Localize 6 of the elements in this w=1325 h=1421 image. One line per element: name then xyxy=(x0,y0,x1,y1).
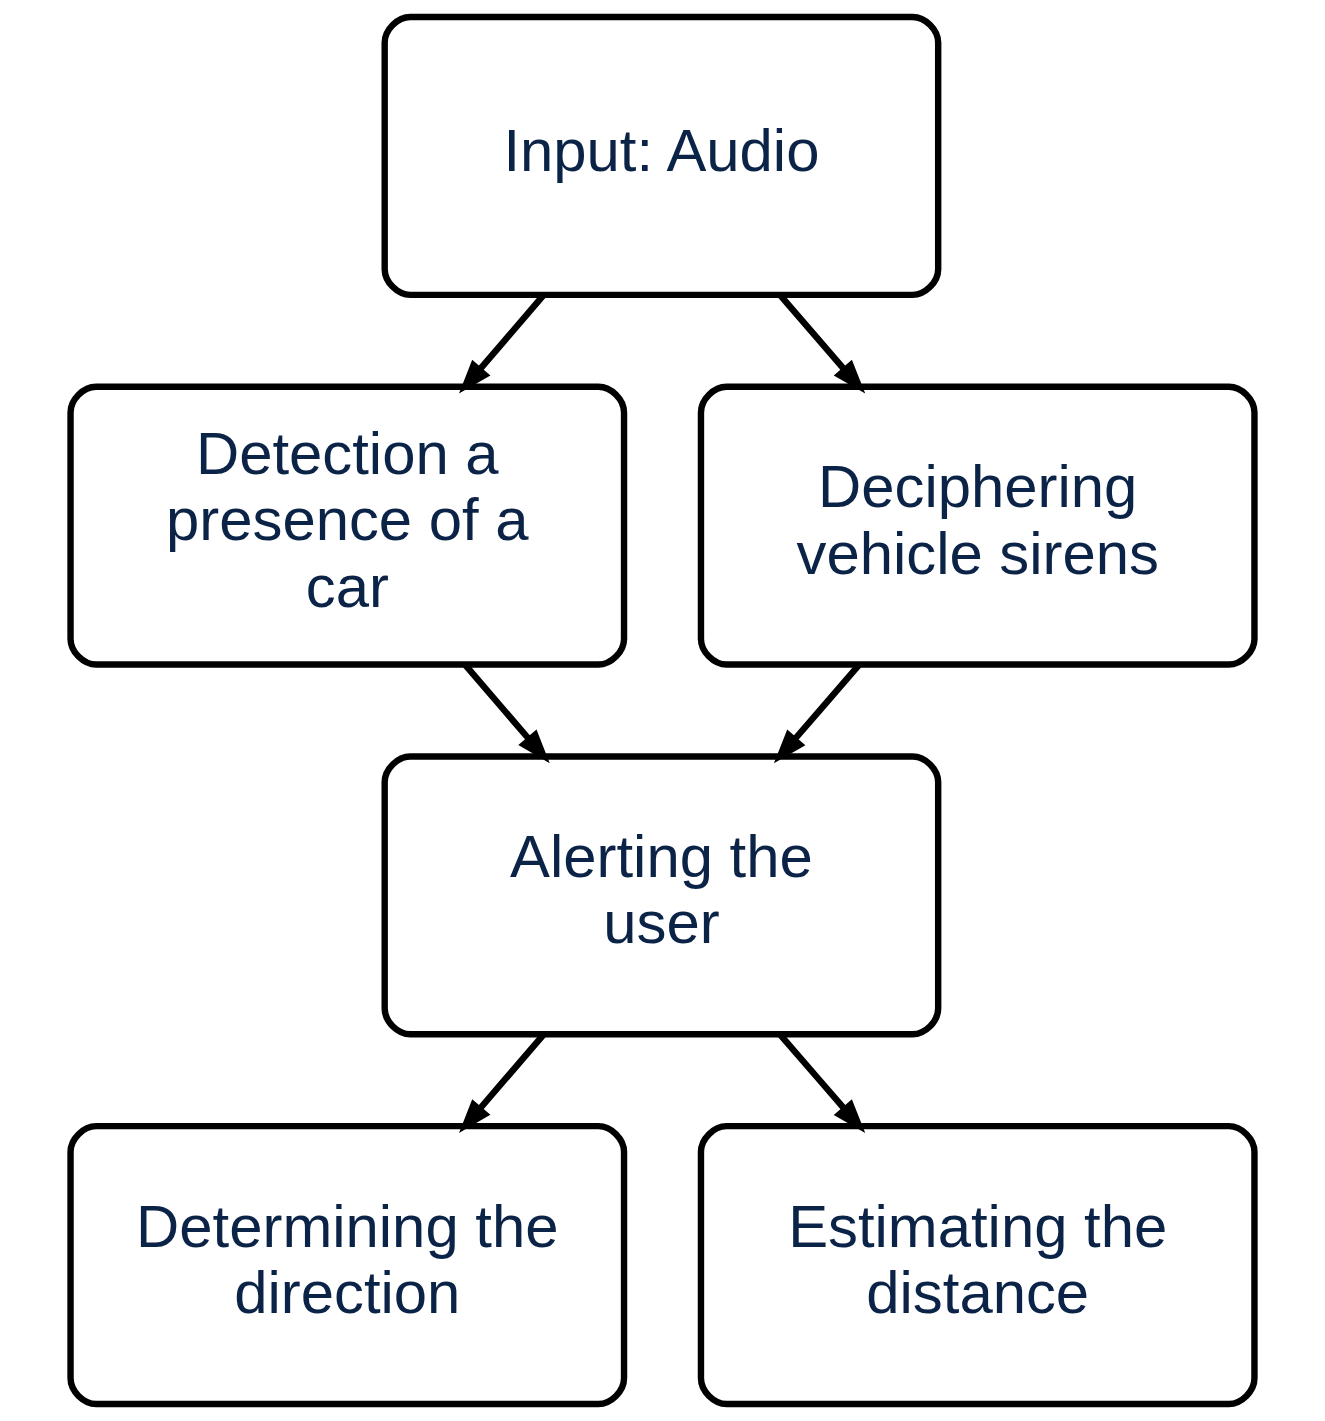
node-box: Alerting the user xyxy=(381,753,942,1038)
node-box: Determining the direction xyxy=(67,1122,628,1408)
node-box: Deciphering vehicle sirens xyxy=(697,383,1258,668)
node-box: Detection a presence of a car xyxy=(67,383,628,668)
node-box: Input: Audio xyxy=(381,13,942,299)
node-box: Estimating the distance xyxy=(697,1122,1258,1408)
